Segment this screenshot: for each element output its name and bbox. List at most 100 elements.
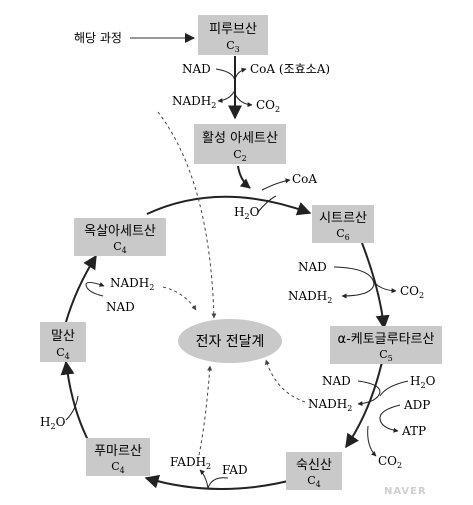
nad-right1-label: NAD (298, 260, 327, 274)
nadh-left-sub: 2 (149, 283, 154, 292)
h2o-right2-o: O (426, 374, 436, 388)
nadh-top-label: NADH (172, 94, 211, 108)
h2o-left-h: H (40, 415, 50, 429)
acetyl-to-cycle-arrow (237, 165, 251, 189)
akg-name: α-케토글루타르산 (338, 332, 435, 347)
nad-top-label: NAD (182, 62, 211, 76)
dashed-fadh (198, 365, 213, 456)
pyruvate-name: 피루브산 (209, 22, 257, 37)
svg-text:C6: C6 (336, 227, 350, 242)
h2o-left-curve (65, 395, 79, 421)
glycolysis-label: 해당 과정 (74, 31, 122, 45)
box-akg: α-케토글루타르산 C5 (330, 326, 442, 364)
co2-right1-label: CO (400, 284, 419, 298)
nad-right2-label: NAD (322, 374, 351, 388)
nadh-right2-sub: 2 (347, 404, 352, 413)
nadh-co2-out-curve (217, 89, 236, 104)
succinate-carbon: C (307, 474, 315, 487)
svg-text:CO2: CO2 (400, 284, 424, 300)
arc-akg-to-succinate (345, 361, 383, 449)
citrate-carbon: C (336, 227, 344, 240)
malate-name: 말산 (51, 329, 75, 344)
dashed-nadh-right (264, 359, 306, 403)
nad-coa-in-curve (215, 67, 247, 83)
co2-right1-sub: 2 (419, 291, 424, 300)
etc-node: 전자 전달계 (178, 319, 282, 363)
pyruvate-carbon: C (226, 39, 234, 52)
box-fumarate: 푸마르산 C4 (86, 438, 150, 476)
acetyl-carbon-count: 2 (242, 154, 247, 163)
box-succinate: 숙신산 C4 (286, 452, 342, 490)
citrate-name: 시트르산 (319, 211, 367, 226)
nadh-right1-label: NADH (288, 289, 327, 303)
side-reactions (65, 67, 409, 489)
fumarate-carbon: C (111, 460, 119, 473)
svg-text:C2: C2 (233, 148, 247, 163)
arc-succinate-to-fumarate (144, 474, 301, 490)
coa-in-label: CoA (조효소A) (250, 62, 330, 76)
svg-text:C4: C4 (111, 460, 125, 475)
oxaloacetate-carbon-count: 4 (122, 246, 127, 255)
nad-left-label: NAD (106, 300, 135, 314)
svg-text:H2O: H2O (40, 415, 66, 431)
nadh-right2-label: NADH (308, 397, 347, 411)
nad-right2-curve (357, 380, 381, 407)
fad-label: FAD (222, 463, 248, 477)
box-acetyl: 활성 아세트산 C2 (194, 124, 286, 164)
svg-text:NADH2: NADH2 (308, 397, 352, 413)
co2-top-label: CO (256, 98, 275, 112)
arc-citrate-to-akg (361, 242, 390, 330)
succinate-name: 숙신산 (296, 458, 332, 473)
h2o-right2-sub: 2 (420, 381, 425, 390)
arc-malate-to-oxaloacetate (65, 254, 97, 323)
svg-text:C4: C4 (56, 346, 70, 361)
svg-text:C5: C5 (379, 348, 393, 363)
box-citrate: 시트르산 C6 (312, 205, 374, 243)
malate-carbon-count: 4 (65, 352, 70, 361)
h2o-citrate-curve (257, 195, 277, 213)
svg-text:C4: C4 (307, 474, 321, 489)
svg-text:CO2: CO2 (256, 98, 280, 114)
nad-right1-curve (333, 266, 375, 299)
nadh-left-label: NADH (110, 276, 149, 290)
fad-curve (199, 469, 229, 489)
co2-top-out-curve (234, 93, 253, 108)
fadh-label: FADH (170, 455, 206, 469)
h2o-left-sub: 2 (50, 422, 55, 431)
svg-text:C3: C3 (226, 39, 240, 54)
svg-text:C4: C4 (113, 240, 127, 255)
h2o-citrate-sub: 2 (244, 212, 249, 221)
co2-right1-curve (375, 283, 397, 294)
svg-text:NADH2: NADH2 (288, 289, 332, 305)
fumarate-carbon-count: 4 (120, 466, 125, 475)
box-malate: 말산 C4 (40, 322, 86, 362)
co2-right2-curve (367, 425, 377, 457)
adp-label: ADP (403, 398, 430, 412)
watermark-logo: NAVER (384, 486, 427, 497)
oxaloacetate-name: 옥살아세트산 (84, 224, 156, 239)
akg-carbon-count: 5 (388, 354, 393, 363)
etc-label: 전자 전달계 (196, 334, 265, 350)
h2o-left-o: O (56, 415, 66, 429)
co2-right2-label: CO (378, 454, 397, 468)
oxaloacetate-carbon: C (113, 240, 121, 253)
coa-out-curve (261, 178, 291, 191)
dashed-nadh-left (162, 286, 197, 311)
malate-carbon: C (56, 346, 64, 359)
box-oxaloacetate: 옥살아세트산 C4 (74, 218, 166, 256)
acetyl-carbon: C (233, 148, 241, 161)
atp-label: ATP (401, 424, 426, 438)
svg-text:CO2: CO2 (378, 454, 402, 470)
pyruvate-carbon-count: 3 (235, 45, 240, 54)
nadh-right1-sub: 2 (327, 296, 332, 305)
nadh-top-sub: 2 (211, 101, 216, 110)
co2-right2-sub: 2 (397, 461, 402, 470)
box-pyruvate: 피루브산 C3 (198, 15, 268, 55)
molecule-labels: NAD CoA (조효소A) NADH2 CO2 CoA H2O NAD NAD… (40, 62, 436, 477)
h2o-citrate-h: H (234, 205, 244, 219)
entry-path (130, 33, 251, 189)
coa-out-label: CoA (292, 172, 317, 186)
adp-atp-curve (379, 404, 401, 433)
svg-text:H2O: H2O (234, 205, 260, 221)
